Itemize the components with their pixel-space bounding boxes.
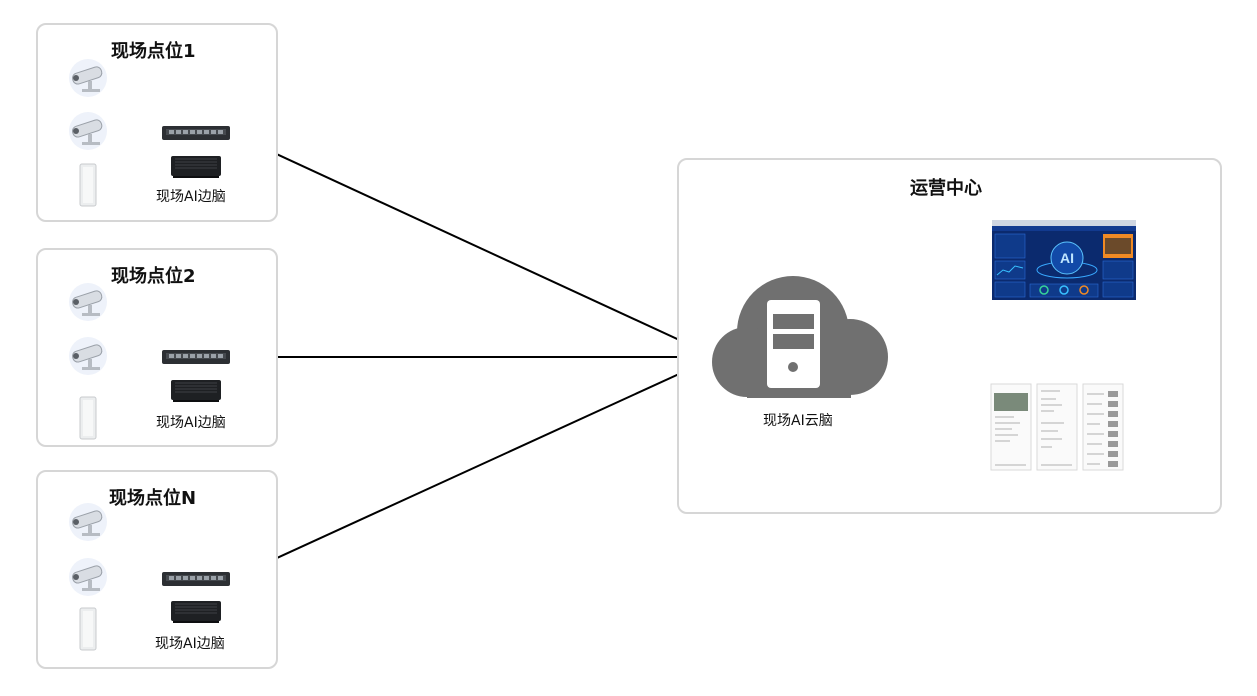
edge-computer-icon [171,601,221,623]
cloud-brain-label: 现场AI云脑 [763,413,833,429]
camera-icon [69,283,107,321]
site1-uplink [230,132,715,357]
network-switch-icon [162,572,230,586]
cloud-server-icon [712,276,888,398]
speaker-icon [79,163,97,207]
mobile-app-screens-icon [990,383,1124,471]
dashboard-screen-icon: AI [992,220,1136,300]
edge-brain-label-1: 现场AI边脑 [156,189,226,205]
operations-center-title: 运营中心 [910,178,982,199]
camera-icon [69,337,107,375]
speaker-icon [79,396,97,440]
edge-brain-label-2: 现场AI边脑 [156,415,226,431]
camera-icon [69,59,107,97]
site-title-2: 现场点位2 [111,266,196,287]
camera-icon [69,558,107,596]
speaker-icon [79,607,97,651]
camera-icon [69,112,107,150]
site-title-1: 现场点位1 [111,41,196,62]
network-switch-icon [162,350,230,364]
site-title-n: 现场点位N [109,488,197,509]
edge-computer-icon [171,156,221,178]
siteN-uplink [230,357,715,580]
camera-icon [69,503,107,541]
dashboard-ai-text: AI [1060,250,1074,266]
edge-computer-icon [171,380,221,402]
edge-brain-label-n: 现场AI边脑 [155,636,225,652]
network-switch-icon [162,126,230,140]
